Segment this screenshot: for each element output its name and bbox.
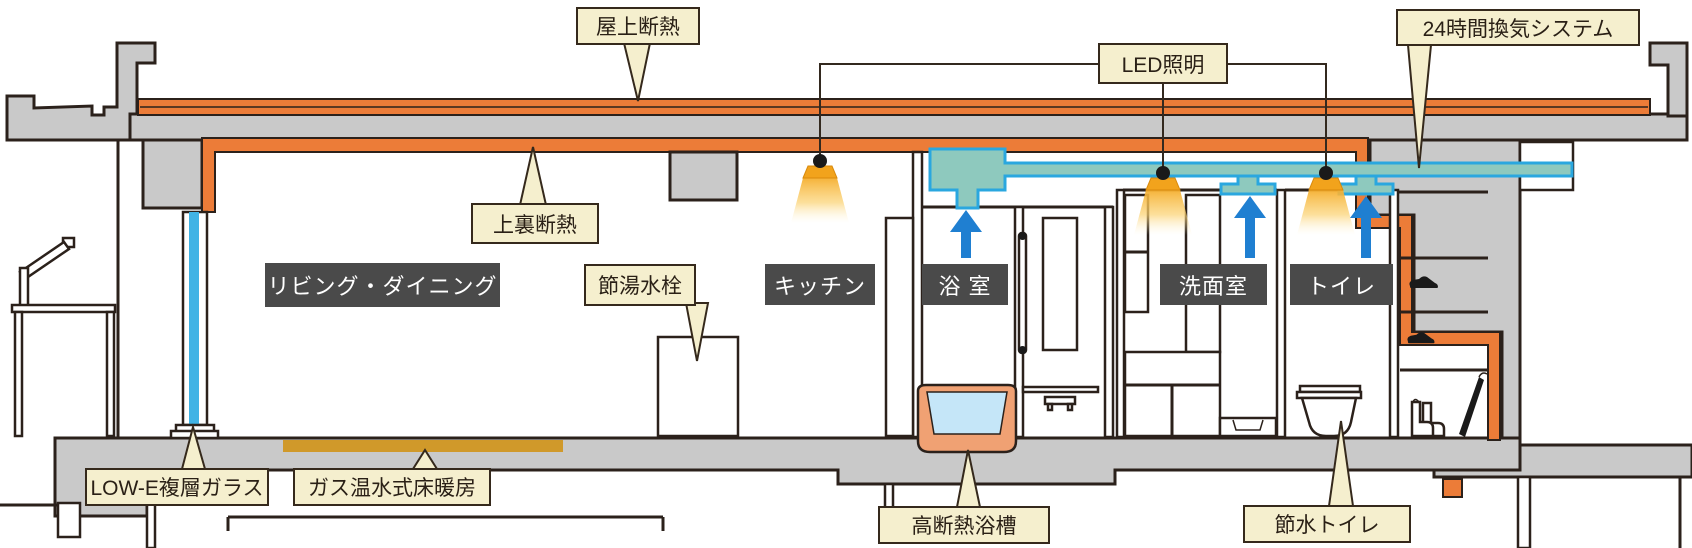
room-badge-living-dining: リビング・ダイニング	[265, 263, 500, 307]
room-badge-kitchen: キッチン	[765, 264, 875, 305]
callout-insulated-bathtub: 高断熱浴槽	[878, 506, 1050, 544]
sneaker-icon	[1409, 276, 1438, 288]
bath-shelf	[1021, 385, 1100, 394]
umbrella-icon	[1459, 372, 1488, 437]
right-parapet	[1648, 41, 1689, 118]
shower-rail	[1017, 231, 1028, 355]
vent-branch	[1337, 174, 1395, 196]
ceiling-beam	[668, 150, 739, 202]
window-lintel	[141, 138, 204, 210]
callout-rooftop-insulation: 屋上断熱	[576, 7, 700, 45]
led-light-icon	[1134, 166, 1192, 235]
callout-water-saving-faucet: 節湯水栓	[584, 264, 696, 306]
airflow-arrow-icon	[1350, 196, 1382, 258]
bathtub-icon	[916, 383, 1018, 454]
sneaker-icon	[1407, 332, 1435, 344]
window-lowe-glass	[169, 210, 220, 440]
lower-floor-lines	[145, 140, 1682, 548]
airflow-arrow-icon	[1234, 196, 1266, 258]
airflow-arrow-icon	[950, 210, 982, 258]
roof-slab	[128, 112, 1689, 142]
bath-stool	[1043, 395, 1077, 406]
callout-gas-floor-heating: ガス温水式床暖房	[293, 468, 491, 506]
toilet-icon	[1295, 384, 1363, 438]
callout-lines	[819, 63, 1327, 172]
callout-pointers	[180, 42, 1433, 508]
boots-icon	[1410, 398, 1446, 438]
callout-led-lighting: LED照明	[1098, 43, 1228, 84]
ventilation-duct-icon	[928, 147, 1574, 210]
callout-ceiling-insulation: 上裏断熱	[471, 203, 599, 244]
vent-unit-and-duct	[928, 147, 1574, 210]
rooms-walls	[668, 150, 1488, 439]
led-light-icon	[791, 154, 849, 223]
bathroom-fittings	[1017, 216, 1100, 412]
callout-low-e-glass: LOW-E複層ガラス	[85, 468, 269, 506]
vent-branch	[1219, 174, 1277, 196]
left-balcony	[0, 140, 120, 539]
callout-water-saving-toilet: 節水トイレ	[1243, 505, 1411, 543]
led-light-icon	[1297, 166, 1355, 235]
refrigerator	[884, 216, 915, 438]
window-glass-icon	[189, 212, 199, 425]
room-badge-washroom: 洗面室	[1160, 264, 1267, 305]
shoe-closet-items	[1407, 276, 1488, 438]
airflow-arrows	[950, 196, 1382, 258]
callout-24h-ventilation: 24時間換気システム	[1396, 9, 1640, 46]
floor-edge-insulation-right	[1442, 478, 1463, 498]
room-badge-toilet: トイレ	[1290, 264, 1393, 305]
wash-basin	[1218, 416, 1278, 438]
bathroom-mirror	[1041, 216, 1079, 352]
room-badge-bathroom: 浴 室	[922, 264, 1008, 305]
floor-heating-strip	[283, 440, 563, 452]
